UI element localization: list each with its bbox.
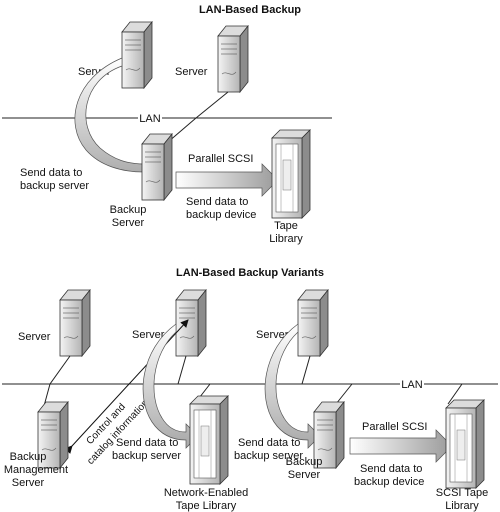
network-tape-library-icon (189, 395, 229, 485)
bottom-curved-flow-b (264, 323, 321, 449)
bottom-server-1-connector (49, 355, 71, 385)
bottom-backup-connector (335, 383, 353, 405)
bottom-parallel-scsi: Parallel SCSI (362, 421, 427, 433)
net-tape-label-2: Tape Library (176, 500, 237, 512)
top-server-left-icon (121, 21, 153, 89)
bm-label-2: Management (4, 464, 68, 476)
bm-label-3: Server (12, 477, 45, 489)
send-device-1: Send data to (360, 463, 422, 475)
send-server-a-1: Send data to (116, 437, 178, 449)
send-server-a-2: backup server (112, 450, 181, 462)
top-send-device-2: backup device (186, 209, 256, 221)
top-tape-library-icon (271, 129, 311, 219)
scsi-tape-label-2: Library (445, 500, 479, 512)
bm-label-1: Backup (10, 451, 47, 463)
send-server-b-2: backup server (234, 450, 303, 462)
top-parallel-scsi: Parallel SCSI (188, 153, 253, 165)
bottom-server-3-icon (297, 289, 329, 357)
top-lan-label: LAN (139, 113, 160, 125)
bottom-bm-connector (43, 383, 51, 407)
bottom-scsi-arrow (349, 429, 453, 463)
scsi-tape-label-1: SCSI Tape (436, 487, 488, 499)
top-send-server-1: Send data to (20, 167, 82, 179)
top-title: LAN-Based Backup (199, 4, 301, 16)
top-tape-label-2: Library (269, 233, 303, 245)
bottom-server-2-connector (177, 355, 187, 385)
scsi-tape-library-icon (445, 399, 485, 489)
bottom-server-1-label: Server (18, 331, 51, 343)
bottom-server-1-icon (59, 289, 91, 357)
bottom-backup-label-1: Backup (286, 456, 323, 468)
bottom-server-3-label: Server (256, 329, 289, 341)
net-tape-label-1: Network-Enabled (164, 487, 248, 499)
top-server-right-connector (195, 91, 229, 119)
bottom-lan-label: LAN (401, 379, 422, 391)
top-server-right-icon (217, 25, 249, 93)
top-backup-server-label-2: Server (112, 217, 145, 229)
bottom-scsitape-connector (447, 383, 463, 405)
bottom-server-2-icon (175, 289, 207, 357)
top-backup-server-label-1: Backup (110, 204, 147, 216)
top-server-right-label: Server (175, 66, 208, 78)
top-tape-label-1: Tape (274, 220, 298, 232)
top-send-server-2: backup server (20, 180, 89, 192)
send-device-2: backup device (354, 476, 424, 488)
bottom-backup-label-2: Server (288, 469, 321, 481)
top-backup-server-icon (141, 133, 173, 201)
top-scsi-arrow (175, 163, 279, 197)
top-send-device-1: Send data to (186, 196, 248, 208)
bottom-curved-flow-a (142, 323, 199, 449)
top-backup-connector (167, 117, 197, 143)
send-server-b-1: Send data to (238, 437, 300, 449)
bottom-server-3-connector (301, 355, 311, 385)
bottom-title: LAN-Based Backup Variants (176, 267, 324, 279)
control-catalog-arrow (64, 319, 189, 454)
